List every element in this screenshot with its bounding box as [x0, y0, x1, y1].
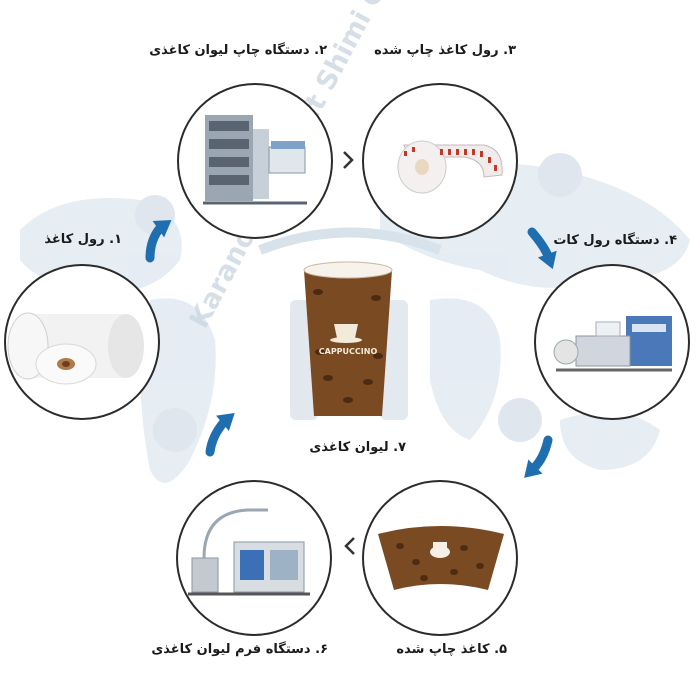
step-6-label: ۶. دستگاه فرم لیوان کاغذی: [151, 642, 328, 657]
arrow-6-to-1: [210, 422, 224, 452]
printed-paper-roll-icon: [364, 85, 516, 237]
step-4-label: ۴. دستگاه رول کات: [553, 233, 677, 248]
step-7-label: ۷. لیوان کاغذی: [309, 440, 406, 455]
step-3-circle: [362, 83, 518, 239]
step-1-label: ۱. رول کاغذ: [44, 232, 122, 247]
arrow-1-to-2: [150, 228, 160, 258]
step-4-circle: [534, 264, 690, 420]
roll-cutting-machine-icon: [536, 266, 688, 418]
step-2-circle: [177, 83, 333, 239]
step-5-circle: [362, 480, 518, 636]
cup-forming-machine-icon: [178, 482, 330, 634]
cup-brand-text: CAPPUCCINO: [319, 347, 378, 356]
step-5-label: ۵. کاغذ چاپ شده: [396, 642, 507, 657]
paper-cup-icon: CAPPUCCINO: [298, 252, 398, 422]
step-1-circle: [4, 264, 160, 420]
paper-roll-icon: [6, 266, 158, 418]
chevron-2-to-3-icon: [344, 152, 352, 168]
step-2-label: ۲. دستگاه چاپ لیوان کاغذی: [149, 43, 327, 58]
arrow-3-to-4: [532, 232, 548, 256]
printed-cup-blank-icon: [364, 482, 516, 634]
printing-machine-icon: [179, 85, 331, 237]
arrow-4-to-5: [534, 440, 548, 468]
step-6-circle: [176, 480, 332, 636]
chevron-5-to-6-icon: [346, 538, 354, 554]
step-3-label: ۳. رول کاغذ چاپ شده: [374, 43, 516, 58]
